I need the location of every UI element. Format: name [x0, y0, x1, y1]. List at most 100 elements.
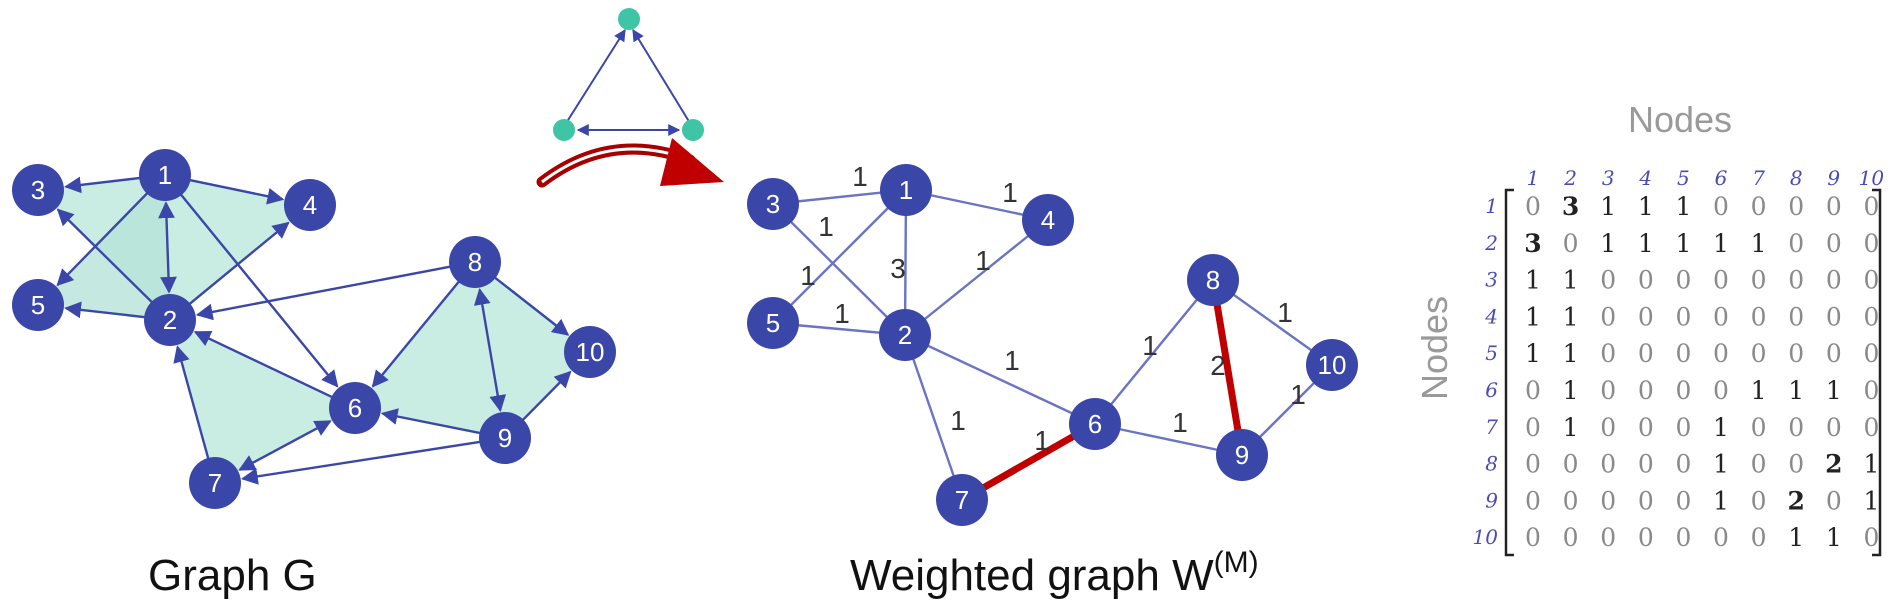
matrix-cell: 1 — [1713, 413, 1729, 442]
motif-edge-right — [632, 28, 694, 129]
matrix-cell: 1 — [1713, 450, 1729, 479]
graph-g-edge-8-10 — [493, 275, 570, 336]
graph-w-node-circle — [936, 474, 988, 526]
matrix-cell: 1 — [1863, 450, 1879, 479]
matrix-cell: 0 — [1751, 450, 1767, 479]
graph-g-edge-2-3 — [56, 208, 154, 305]
graph-w-node-label: 8 — [1206, 265, 1220, 295]
matrix-cell: 1 — [1713, 229, 1729, 258]
matrix-col-label: 2 — [1563, 166, 1577, 190]
graph-w-edge-2-4 — [904, 219, 1049, 336]
matrix-cell: 1 — [1563, 339, 1579, 368]
matrix-cell: 0 — [1788, 192, 1804, 221]
graph-w-caption-sup: (M) — [1214, 546, 1259, 579]
graph-w-edge-weight: 1 — [975, 245, 991, 276]
matrix-cell: 0 — [1751, 413, 1767, 442]
graph-g-edge-9-7 — [241, 440, 482, 485]
graph-w-edge-2-6 — [904, 333, 1096, 426]
matrix-cell: 0 — [1788, 413, 1804, 442]
matrix-col-label: 9 — [1827, 166, 1840, 190]
motif-triangle-6-8-9 — [355, 262, 505, 438]
matrix-cell: 0 — [1826, 486, 1842, 515]
matrix-cell: 0 — [1600, 266, 1616, 295]
graph-g-node-9: 9 — [479, 412, 531, 464]
matrix-row-label: 8 — [1485, 452, 1498, 476]
graph-g-node-label: 6 — [348, 393, 362, 423]
matrix-cell: 0 — [1675, 376, 1691, 405]
graph-g-node-circle — [449, 236, 501, 288]
motif-node-right — [682, 119, 704, 141]
matrix-row-label: 7 — [1485, 415, 1498, 439]
matrix-cell: 0 — [1525, 192, 1541, 221]
matrix-cell: 0 — [1713, 302, 1729, 331]
matrix-row-label: 3 — [1485, 268, 1498, 292]
matrix-row-label: 6 — [1485, 378, 1498, 402]
matrix-cell: 0 — [1751, 266, 1767, 295]
matrix-cell: 0 — [1675, 413, 1691, 442]
matrix-cell: 2 — [1787, 486, 1804, 515]
matrix-top-title: Nodes — [1628, 99, 1732, 140]
graph-g-node-circle — [144, 294, 196, 346]
motif-triangle-2-6-7 — [170, 320, 355, 483]
graph-w-node-circle — [1069, 398, 1121, 450]
matrix-cell: 0 — [1863, 413, 1879, 442]
matrix-cell: 0 — [1525, 523, 1541, 552]
matrix-col-label: 4 — [1638, 166, 1652, 190]
motif-node-top — [618, 8, 640, 30]
matrix-cell: 0 — [1600, 339, 1616, 368]
graph-w-node-circle — [1187, 254, 1239, 306]
graph-w-edge-weight: 1 — [1277, 297, 1293, 328]
matrix-side-title: Nodes — [1414, 296, 1455, 400]
matrix-cell: 0 — [1638, 266, 1654, 295]
graph-w-node-2: 2 — [879, 309, 931, 361]
matrix-row-label: 2 — [1484, 231, 1498, 255]
matrix-cell: 0 — [1600, 302, 1616, 331]
matrix-cell: 0 — [1563, 523, 1579, 552]
graph-g-edge-1-6 — [179, 192, 339, 388]
graph-g-node-7: 7 — [189, 457, 241, 509]
graph-g-node-circle — [189, 457, 241, 509]
matrix-cell: 1 — [1675, 229, 1691, 258]
matrix-col-label: 5 — [1677, 166, 1690, 190]
graph-w-edge-weight: 2 — [1210, 350, 1226, 381]
graph-w-caption-main: Weighted graph W — [850, 551, 1214, 600]
matrix-cell: 0 — [1826, 413, 1842, 442]
matrix-cell: 0 — [1600, 413, 1616, 442]
matrix-cell: 0 — [1826, 339, 1842, 368]
matrix-cell: 0 — [1788, 450, 1804, 479]
matrix-cell: 0 — [1675, 486, 1691, 515]
motif-triangle — [553, 8, 704, 141]
matrix-cell: 0 — [1563, 229, 1579, 258]
matrix-row-label: 1 — [1485, 194, 1498, 218]
graph-w-node-circle — [879, 309, 931, 361]
matrix-cell: 1 — [1863, 486, 1879, 515]
matrix-cell: 0 — [1675, 450, 1691, 479]
matrix-cell: 1 — [1638, 229, 1654, 258]
graph-w-node-label: 5 — [766, 308, 780, 338]
graph-w-edge-weight: 1 — [1172, 407, 1188, 438]
graph-g-caption: Graph G — [148, 551, 317, 600]
graph-w-edge-8-9 — [1209, 279, 1246, 456]
matrix-cell: 0 — [1751, 486, 1767, 515]
matrix-cell: 3 — [1524, 229, 1541, 258]
matrix-cell: 0 — [1826, 266, 1842, 295]
graph-g-node-label: 10 — [576, 337, 605, 367]
matrix-cell: 0 — [1826, 302, 1842, 331]
matrix-cell: 0 — [1675, 523, 1691, 552]
matrix-cell: 0 — [1675, 339, 1691, 368]
matrix-cell: 0 — [1863, 192, 1879, 221]
graph-w-edge-weight: 1 — [1290, 379, 1306, 410]
graph-g-edge-1-4 — [188, 178, 285, 205]
graph-w-node-8: 8 — [1187, 254, 1239, 306]
matrix-cell: 1 — [1713, 486, 1729, 515]
matrix-cell: 1 — [1563, 266, 1579, 295]
graph-w-edge-2-7 — [903, 334, 964, 501]
matrix-left-bracket — [1504, 188, 1514, 557]
graph-w-edge-weight: 1 — [834, 298, 850, 329]
graph-g-edge-1-3 — [64, 176, 142, 194]
matrix-cell: 1 — [1638, 192, 1654, 221]
matrix-cell: 0 — [1863, 266, 1879, 295]
graph-g-node-label: 3 — [31, 175, 45, 205]
graph-w-node-7: 7 — [936, 474, 988, 526]
